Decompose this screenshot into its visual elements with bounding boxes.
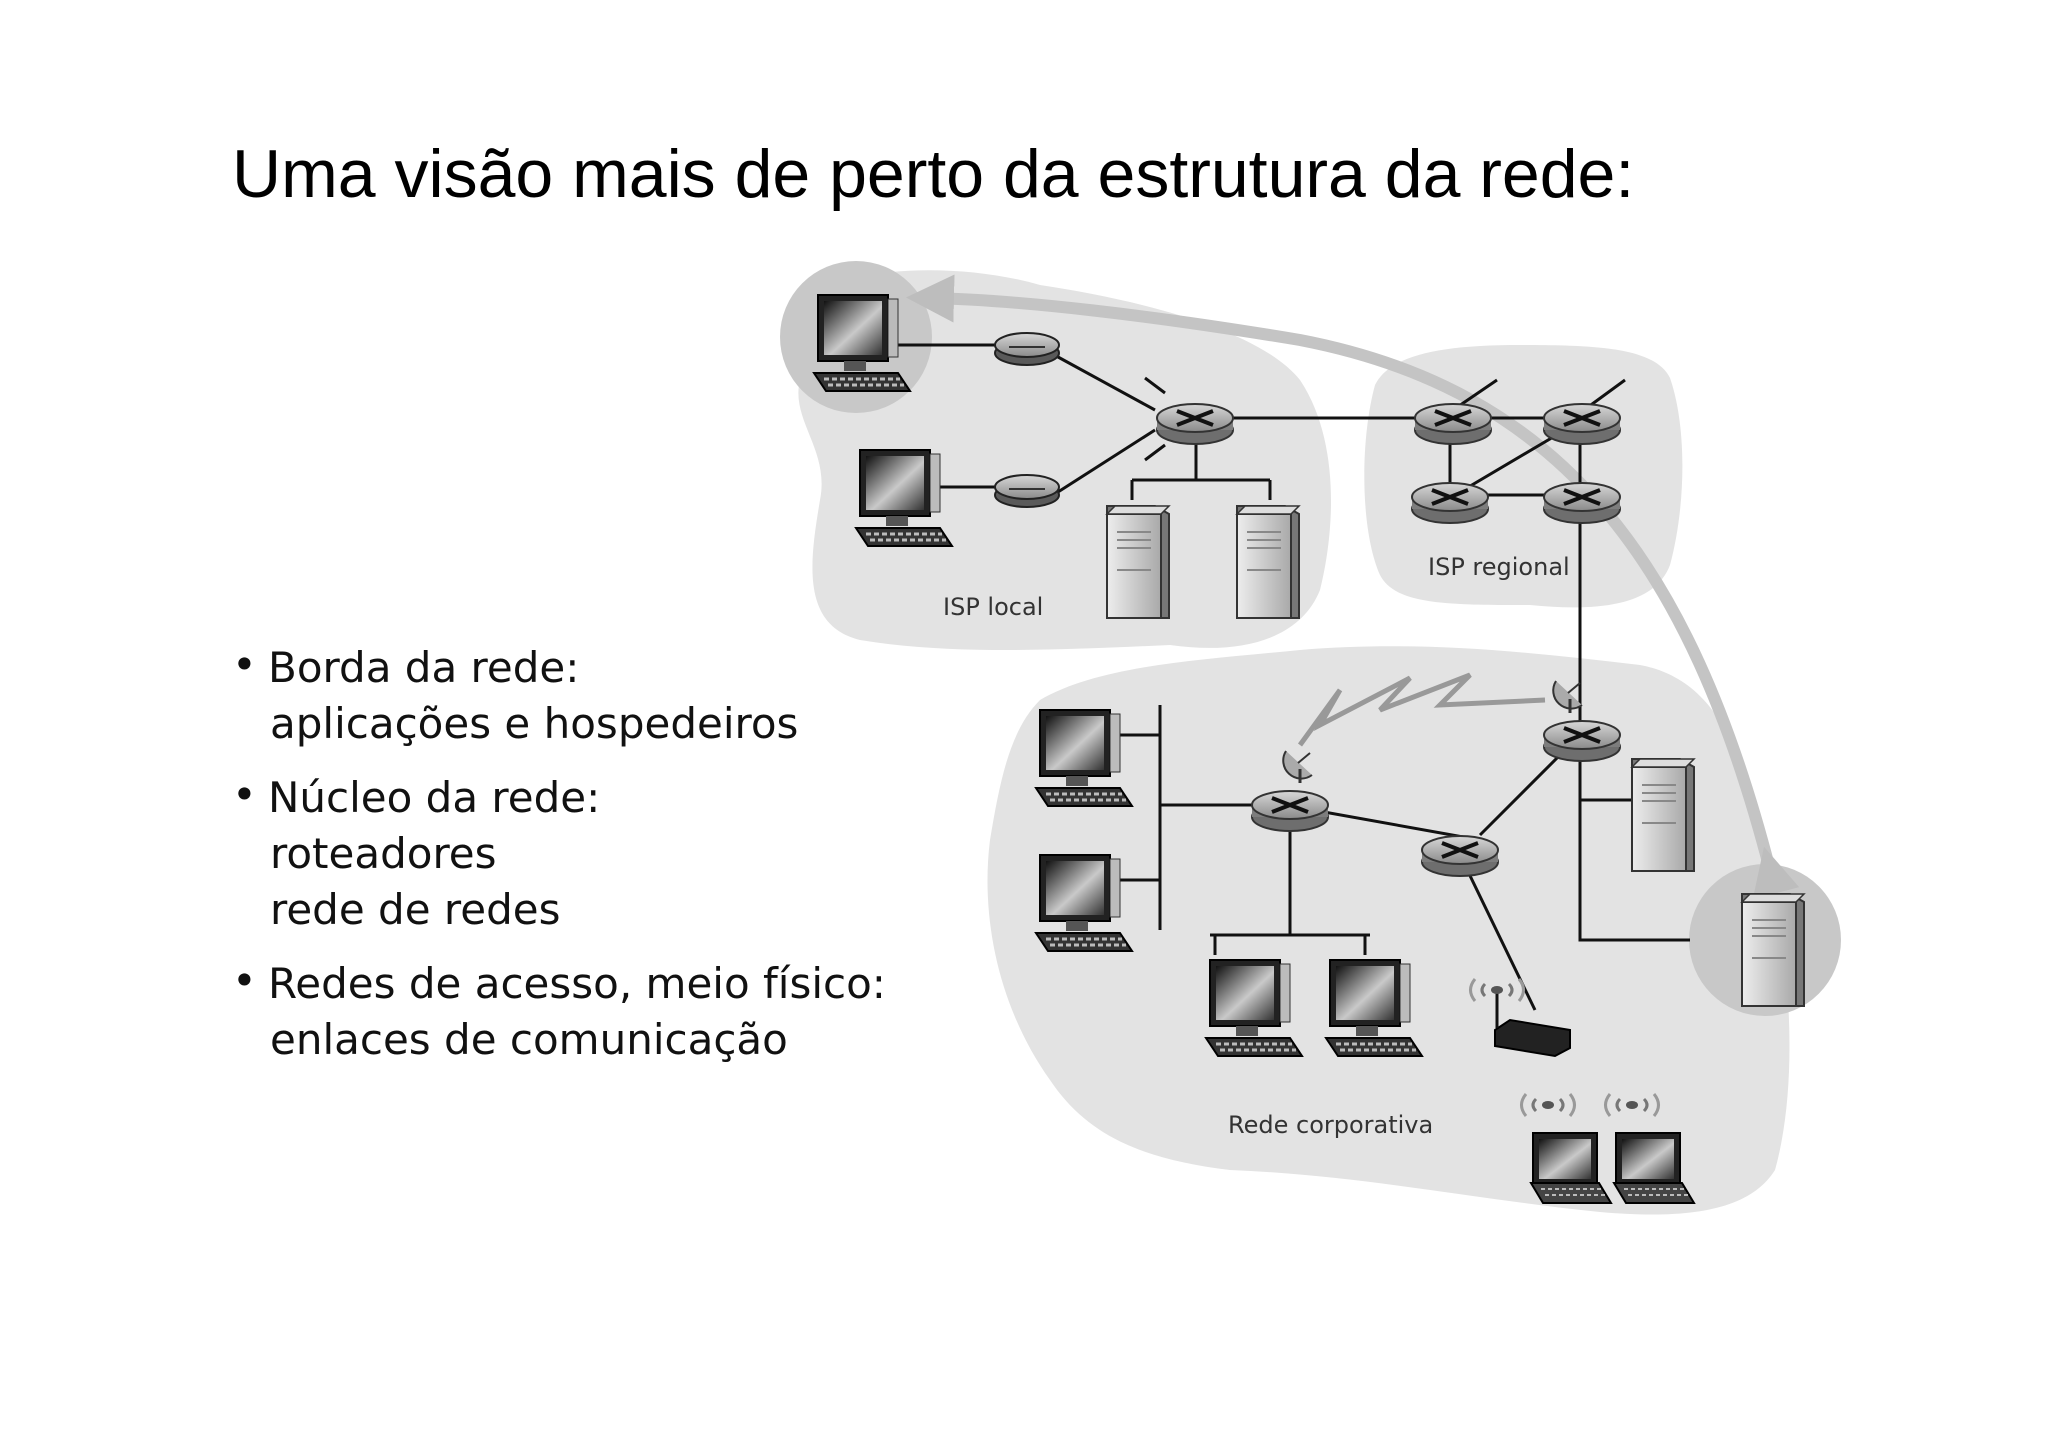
bullet-item: Núcleo da rede: roteadores rede de redes [232, 770, 886, 938]
corporate-network-label: Rede corporativa [1228, 1111, 1433, 1139]
desktop-computer-icon [1034, 853, 1134, 953]
router-icon [1542, 402, 1622, 446]
bullet-detail: roteadores [270, 829, 497, 878]
server-icon [1631, 758, 1695, 872]
server-icon [1106, 505, 1170, 619]
wireless-access-point-icon [1469, 977, 1571, 1058]
router-icon [1420, 834, 1500, 878]
modem-icon [994, 474, 1060, 508]
router-icon [1410, 481, 1490, 525]
server-icon [1741, 893, 1805, 1007]
desktop-computer-icon [1204, 958, 1304, 1058]
desktop-computer-icon [1034, 708, 1134, 808]
desktop-computer-icon [1324, 958, 1424, 1058]
bullet-item: Redes de acesso, meio físico: enlaces de… [232, 956, 886, 1068]
router-icon [1413, 402, 1493, 446]
bullet-detail: rede de redes [270, 885, 561, 934]
desktop-computer-icon [854, 448, 954, 548]
bullet-list: Borda da rede: aplicações e hospedeiros … [232, 640, 886, 1086]
bullet-detail: aplicações e hospedeiros [270, 699, 799, 748]
router-icon [1542, 481, 1622, 525]
wireless-link [1297, 672, 1546, 747]
isp-local-label: ISP local [943, 593, 1043, 621]
router-icon [1155, 402, 1235, 446]
desktop-computer-icon [812, 293, 912, 393]
bullet-heading: Redes de acesso, meio físico: [268, 959, 886, 1008]
router-icon [1250, 789, 1330, 833]
isp-regional-label: ISP regional [1428, 553, 1570, 581]
server-icon [1236, 505, 1300, 619]
bullet-heading: Núcleo da rede: [268, 773, 601, 822]
bullet-item: Borda da rede: aplicações e hospedeiros [232, 640, 886, 752]
bullet-heading: Borda da rede: [268, 643, 580, 692]
router-icon [1542, 719, 1622, 763]
path-arrow [906, 274, 1800, 900]
bullet-detail: enlaces de comunicação [270, 1015, 788, 1064]
modem-icon [994, 332, 1060, 366]
slide-title: Uma visão mais de perto da estrutura da … [232, 136, 1635, 212]
